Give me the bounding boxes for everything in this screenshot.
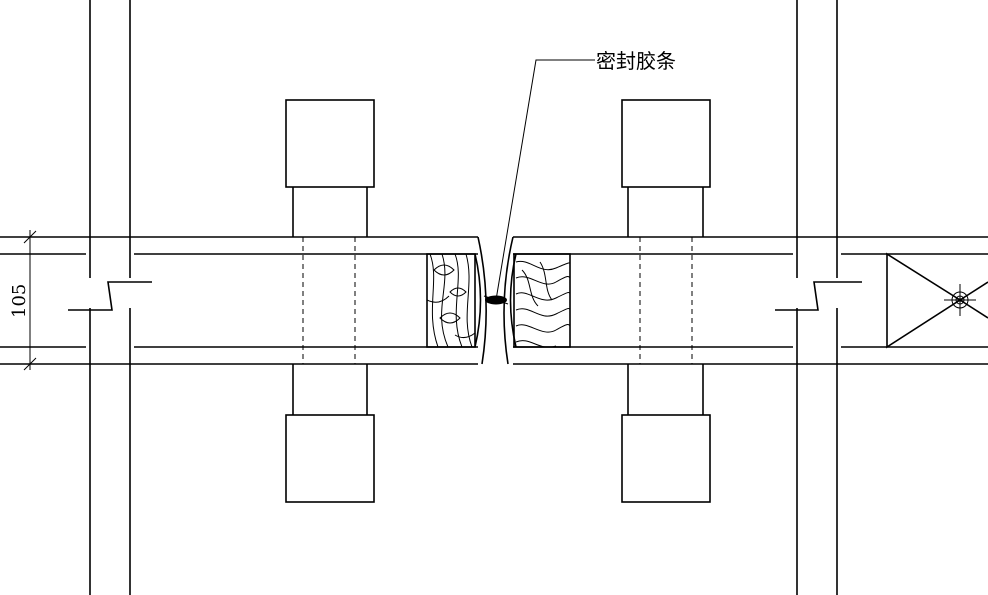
break-symbol-left [60, 237, 160, 364]
wood-block-right [513, 253, 571, 348]
callout-leader [495, 59, 595, 301]
break-symbol-right [770, 237, 868, 364]
wood-block-left [426, 253, 476, 348]
clamp-left-bottom [285, 364, 375, 503]
triangle-marker [886, 252, 988, 349]
target-symbol [944, 284, 976, 316]
dimension-line [23, 230, 37, 371]
clamp-right-top [621, 99, 711, 237]
clamp-left-top [285, 99, 375, 237]
dimension-value: 105 [9, 284, 30, 318]
clamp-right-hidden-lines [639, 237, 693, 364]
clamp-left-hidden-lines [302, 237, 356, 364]
horizontal-beam-right [503, 236, 988, 365]
clamp-right-bottom [621, 364, 711, 503]
callout-label: 密封胶条 [596, 49, 676, 73]
